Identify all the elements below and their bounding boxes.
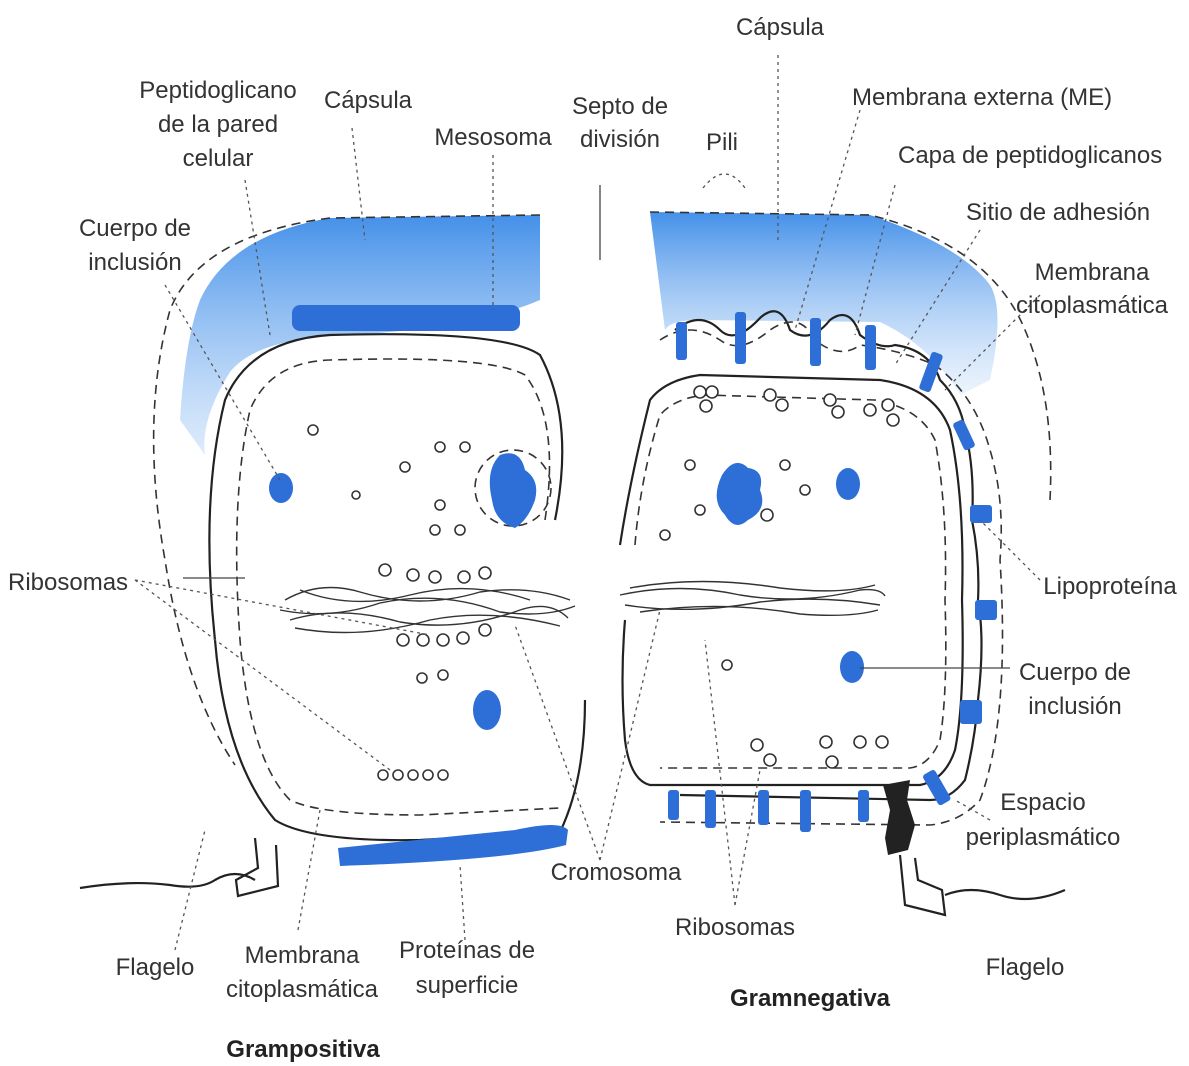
- right-chromosome: [620, 582, 885, 616]
- label-membrana-left-2: citoplasmática: [226, 976, 379, 1003]
- label-sitio-adhesion: Sitio de adhesión: [966, 199, 1150, 226]
- label-mesosoma: Mesosoma: [434, 124, 552, 151]
- label-peptidoglicano-1: Peptidoglicano: [139, 77, 296, 104]
- right-cell-wall: [620, 375, 963, 785]
- mesosome: [490, 453, 536, 528]
- left-cytoplasmic-membrane: [237, 359, 560, 815]
- label-membrana-externa: Membrana externa (ME): [852, 84, 1112, 111]
- label-ribosomas-center: Ribosomas: [675, 914, 795, 941]
- label-membrana-right-1: Membrana: [1035, 259, 1150, 286]
- outer-membrane: [675, 311, 982, 800]
- title-gramnegativa: Gramnegativa: [730, 985, 891, 1012]
- label-pili: Pili: [706, 129, 738, 156]
- label-septo-1: Septo de: [572, 93, 668, 120]
- label-flagelo-left: Flagelo: [116, 954, 195, 981]
- label-capa-peptidoglicanos: Capa de peptidoglicanos: [898, 142, 1162, 169]
- label-proteinas-2: superficie: [416, 972, 519, 999]
- label-septo-2: división: [580, 126, 660, 153]
- surface-proteins-band: [338, 825, 568, 866]
- grampositive-cell: [80, 215, 585, 896]
- label-lipoproteina: Lipoproteína: [1043, 573, 1177, 600]
- label-membrana-left-1: Membrana: [245, 942, 360, 969]
- left-peptidoglycan-band: [292, 305, 520, 331]
- label-membrana-right-2: citoplasmática: [1016, 292, 1169, 319]
- label-cuerpo-inclusion-right-2: inclusión: [1028, 693, 1121, 720]
- left-chromosome: [280, 588, 575, 633]
- right-inclusion-body: [836, 468, 860, 500]
- label-espacio-1: Espacio: [1000, 789, 1085, 816]
- label-espacio-2: periplasmático: [966, 824, 1121, 851]
- label-capsula-right: Cápsula: [736, 14, 825, 41]
- gramnegative-cell: [620, 212, 1065, 915]
- label-flagelo-right: Flagelo: [986, 954, 1065, 981]
- right-flagellum-hook: [900, 855, 945, 915]
- right-flagellum-base: [883, 780, 915, 855]
- label-cuerpo-inclusion-right-1: Cuerpo de: [1019, 659, 1131, 686]
- label-cuerpo-inclusion-left-1: Cuerpo de: [79, 215, 191, 242]
- left-inclusion-body: [269, 473, 293, 503]
- right-inclusion-body-2: [840, 651, 864, 683]
- label-ribosomas-left: Ribosomas: [8, 569, 128, 596]
- label-capsula-left: Cápsula: [324, 87, 413, 114]
- left-cell-wall: [209, 334, 585, 840]
- title-grampositiva: Grampositiva: [226, 1036, 380, 1063]
- right-capsule: [650, 212, 998, 395]
- left-flagellum-base: [236, 838, 278, 896]
- label-cuerpo-inclusion-left-2: inclusión: [88, 249, 181, 276]
- label-peptidoglicano-3: celular: [183, 145, 254, 172]
- label-peptidoglicano-2: de la pared: [158, 111, 278, 138]
- left-flagellum: [80, 874, 255, 888]
- right-ribosomes: [660, 386, 899, 768]
- right-flagellum: [945, 890, 1065, 899]
- label-proteinas-1: Proteínas de: [399, 937, 535, 964]
- left-inclusion-body-2: [473, 690, 501, 730]
- right-inclusion-body-large: [717, 463, 763, 525]
- label-cromosoma: Cromosoma: [551, 859, 682, 886]
